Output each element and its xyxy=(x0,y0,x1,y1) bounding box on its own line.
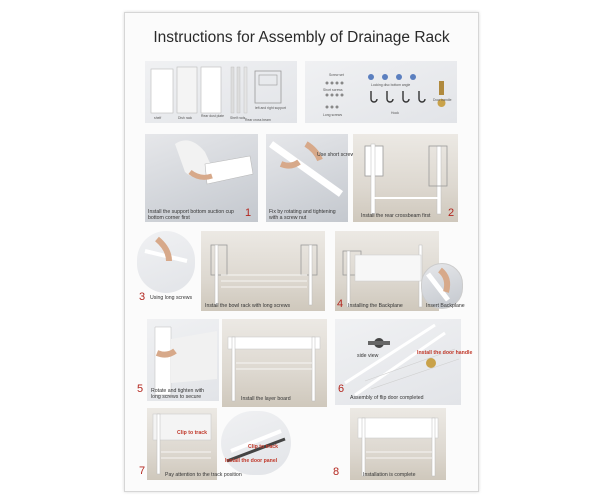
step-3-drawing xyxy=(144,236,188,263)
step-1-photo xyxy=(145,134,258,222)
step-4-inset-photo xyxy=(421,263,463,309)
part-label: Locking disc bottom angle xyxy=(371,83,411,87)
step-6-side-label: side view xyxy=(357,353,379,359)
step-8-photo xyxy=(350,408,446,480)
part-label: Screw set xyxy=(329,73,344,77)
step-7-clip-label-2: Clip to track xyxy=(248,444,278,450)
step-7-number: 7 xyxy=(139,465,146,477)
step-2a-drawing xyxy=(268,141,344,197)
step-3-number: 3 xyxy=(139,291,146,303)
step-1-drawing xyxy=(175,140,254,185)
step-4-photo xyxy=(335,231,439,311)
step-7-inset-photo xyxy=(221,411,291,475)
step-1-caption: Install the support bottom suction cup b… xyxy=(148,209,234,221)
instruction-sheet: Instructions for Assembly of Drainage Ra… xyxy=(124,12,479,492)
step-7-drawing xyxy=(152,413,212,475)
step-8-caption: Installation is complete xyxy=(363,472,416,478)
part-label: shelf xyxy=(154,116,162,120)
step-2a-caption: Fix by rotating and tightening with a sc… xyxy=(269,209,336,221)
step-8-drawing xyxy=(357,417,439,477)
step-2a-photo xyxy=(266,134,348,222)
part-label: Door handle xyxy=(433,98,452,102)
step-3b-photo xyxy=(201,231,325,311)
step-5-drawing xyxy=(154,326,217,396)
step-5b-photo xyxy=(222,319,327,407)
parts-photo-right: Screw set Locking disc bottom angle Shor… xyxy=(305,61,457,123)
part-label: Rear cross beam xyxy=(245,118,271,122)
step-3b-caption: Install the bowl rack with long screws xyxy=(205,303,291,309)
step-4-number: 4 xyxy=(337,298,344,310)
step-4-drawing xyxy=(342,244,423,308)
step-7-clip-label: Clip to track xyxy=(177,430,207,436)
step-5b-drawing xyxy=(227,336,321,402)
step-7-photo xyxy=(147,408,217,480)
part-label: Shelf rods xyxy=(230,116,246,120)
step-5b-caption: Install the layer board xyxy=(241,396,291,402)
step-6-photo xyxy=(335,319,461,405)
step-8-number: 8 xyxy=(333,466,340,478)
step-5-number: 5 xyxy=(137,383,144,395)
step-2b-drawing xyxy=(364,143,448,215)
step-4-caption: Installing the Backplane xyxy=(348,303,403,309)
step-7-inset-drawing xyxy=(226,429,286,463)
step-3-caption: Using long screws xyxy=(150,295,193,301)
parts-photo-left: shelf Dish rack Rear dust plate Shelf ro… xyxy=(145,61,297,123)
step-6-handle-label: Install the door handle xyxy=(417,350,473,356)
step-4-inset-caption: Insert Backplane xyxy=(426,303,465,309)
step-7-door-label: Install the door panel xyxy=(225,458,278,464)
parts-right-drawing xyxy=(325,74,446,109)
step-5-caption: Rotate and tighten with long screws to s… xyxy=(151,388,205,400)
step-2a-label: Use short screws xyxy=(317,152,357,158)
step-5-photo xyxy=(147,319,219,401)
step-6-caption: Assembly of flip door completed xyxy=(350,395,424,401)
step-1-number: 1 xyxy=(245,207,252,219)
step-4-inset-drawing xyxy=(426,267,451,302)
step-3-photo xyxy=(137,231,195,293)
parts-left-drawing xyxy=(150,66,282,114)
step-2b-caption: Install the rear crossbeam first xyxy=(361,213,431,219)
part-label: Rear dust plate xyxy=(201,114,224,118)
step-6-number: 6 xyxy=(338,383,345,395)
step-2-number: 2 xyxy=(448,207,455,219)
part-label: Long screws xyxy=(323,113,343,117)
part-label: Short screws xyxy=(323,88,343,92)
part-label: left and right support xyxy=(255,106,286,110)
page-title: Instructions for Assembly of Drainage Ra… xyxy=(153,29,450,46)
part-label: Dish rack xyxy=(178,116,193,120)
step-6-drawing xyxy=(344,323,460,397)
part-label: Hook xyxy=(391,111,399,115)
step-2b-photo xyxy=(353,134,458,222)
step-3b-drawing xyxy=(210,244,318,306)
step-7-caption: Pay attention to the track position xyxy=(165,472,242,478)
